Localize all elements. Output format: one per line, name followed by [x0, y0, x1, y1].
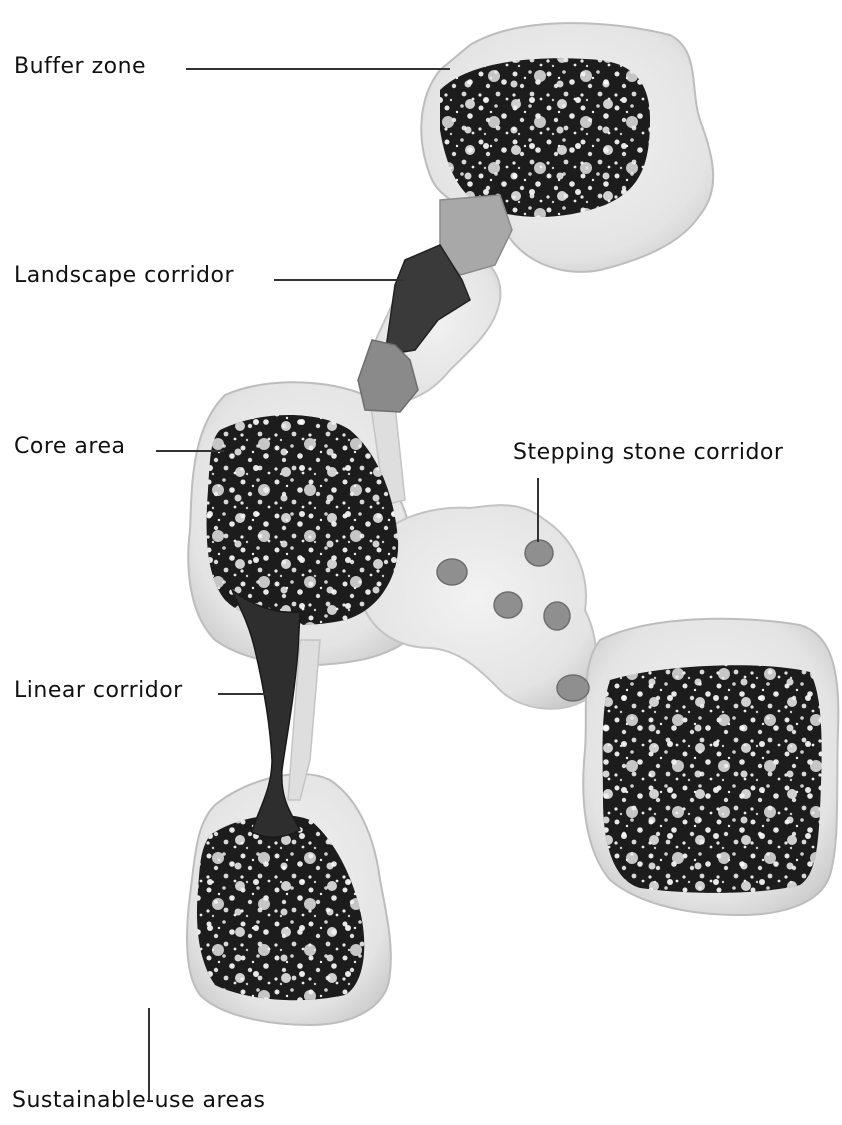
label-linear-corridor: Linear corridor	[14, 678, 183, 703]
label-sustainable-use-areas: Sustainable-use areas	[12, 1088, 266, 1113]
label-core-area: Core area	[14, 434, 125, 459]
core-area-top	[440, 58, 650, 217]
leader-linear-corridor	[218, 693, 270, 695]
leader-sustainable-use-areas	[148, 1008, 150, 1100]
label-stepping-stone-corridor: Stepping stone corridor	[513, 440, 783, 465]
stepping-stone	[557, 675, 589, 701]
stepping-stone	[544, 602, 570, 630]
label-buffer-zone: Buffer zone	[14, 54, 146, 79]
label-landscape-corridor: Landscape corridor	[14, 263, 234, 288]
core-area-right	[603, 665, 822, 893]
leader-buffer-zone	[186, 68, 450, 70]
leader-core-area	[156, 450, 224, 452]
stepping-stone	[437, 559, 467, 585]
leader-stepping-stone-corridor	[537, 478, 539, 542]
leader-landscape-corridor	[274, 279, 404, 281]
stepping-stone	[525, 540, 553, 566]
stepping-stone	[494, 592, 522, 618]
